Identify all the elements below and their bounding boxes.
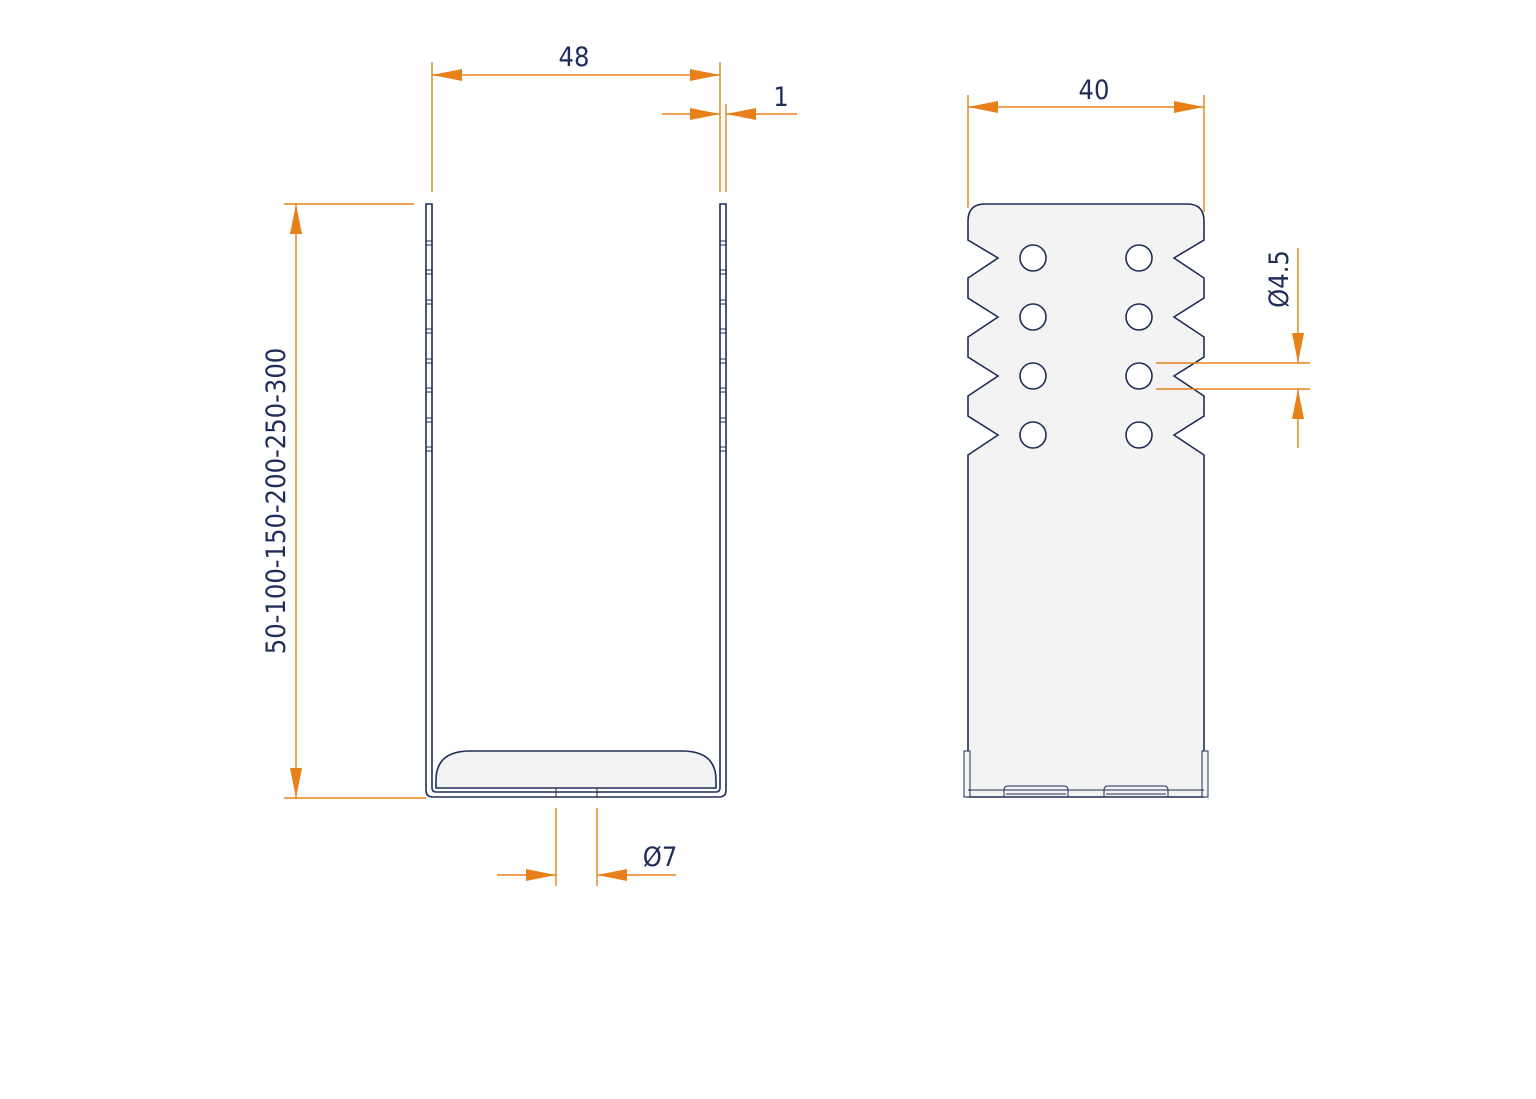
thickness-dimension-label: 1 xyxy=(773,82,788,113)
bottom-hole-dimension-label: Ø7 xyxy=(643,842,678,873)
arrow-head xyxy=(968,101,998,113)
side-width-dimension-label: 40 xyxy=(1079,75,1110,106)
u-profile-outline xyxy=(425,203,727,798)
arrow-head xyxy=(1292,389,1304,419)
arrow-head xyxy=(526,869,556,881)
width-dimension-label: 48 xyxy=(559,42,590,73)
hole-diameter-dimension-label: Ø4.5 xyxy=(1264,250,1295,308)
hole xyxy=(1019,244,1047,272)
bottom-tab xyxy=(435,750,717,789)
hole xyxy=(1125,244,1153,272)
arrow-head xyxy=(1292,333,1304,363)
arrow-head xyxy=(690,108,720,120)
hole xyxy=(1125,362,1153,390)
arrow-head xyxy=(290,204,302,234)
arrow-head xyxy=(726,108,756,120)
front-dimensions: 48 1 50-100-150-200-250-300 Ø7 xyxy=(261,42,797,886)
arrow-head xyxy=(432,69,462,81)
arrow-head xyxy=(690,69,720,81)
hole xyxy=(1019,362,1047,390)
side-dimensions: 40 Ø4.5 xyxy=(967,75,1310,448)
hole xyxy=(1019,421,1047,449)
hole xyxy=(1125,421,1153,449)
side-view xyxy=(963,203,1209,798)
front-view xyxy=(425,203,727,798)
height-dimension-label: 50-100-150-200-250-300 xyxy=(261,348,292,655)
hole xyxy=(1125,303,1153,331)
hole xyxy=(1019,303,1047,331)
hole-grid xyxy=(1019,244,1153,449)
bottom-flanges xyxy=(963,750,1209,798)
arrow-head xyxy=(290,768,302,798)
wall-slots xyxy=(426,240,726,452)
arrow-head xyxy=(597,869,627,881)
side-plate xyxy=(967,203,1205,798)
arrow-head xyxy=(1174,101,1204,113)
